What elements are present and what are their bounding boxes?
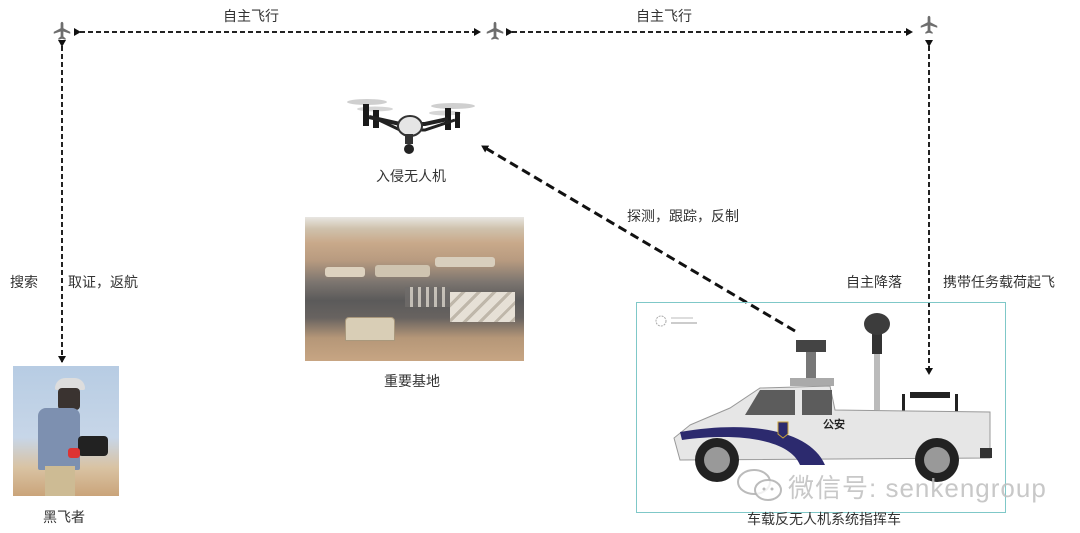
black-flyer-label: 黑飞者 xyxy=(43,510,85,526)
detect-track-counter-path xyxy=(481,144,796,333)
intruder-drone-label: 入侵无人机 xyxy=(376,169,446,185)
detect-track-counter-label: 探测，跟踪，反制 xyxy=(627,209,739,225)
company-logo-icon xyxy=(655,315,697,327)
wechat-icon xyxy=(737,469,782,501)
watermark-text: 微信号: senkengroup xyxy=(788,473,1047,503)
takeoff-label: 携带任务载荷起飞 xyxy=(943,275,1055,291)
black-flyer-image xyxy=(13,366,119,496)
search-label: 搜索 xyxy=(10,275,38,291)
airplane-icon xyxy=(53,21,71,40)
flight-segment-label-left: 自主飞行 xyxy=(223,9,279,25)
airplane-icon xyxy=(920,15,938,34)
vehicle-door-text: 公安 xyxy=(823,418,845,431)
command-vehicle-label: 车载反无人机系统指挥车 xyxy=(747,512,901,528)
evidence-return-label: 取证，返航 xyxy=(68,275,138,291)
flight-segment-label-right: 自主飞行 xyxy=(636,9,692,25)
auto-land-label: 自主降落 xyxy=(846,275,902,291)
intruder-drone-image xyxy=(347,99,475,154)
important-base-image xyxy=(305,217,524,361)
command-vehicle-frame xyxy=(636,302,1006,513)
airplane-icon xyxy=(486,21,504,40)
command-vehicle-image xyxy=(673,313,992,482)
important-base-label: 重要基地 xyxy=(384,374,440,390)
